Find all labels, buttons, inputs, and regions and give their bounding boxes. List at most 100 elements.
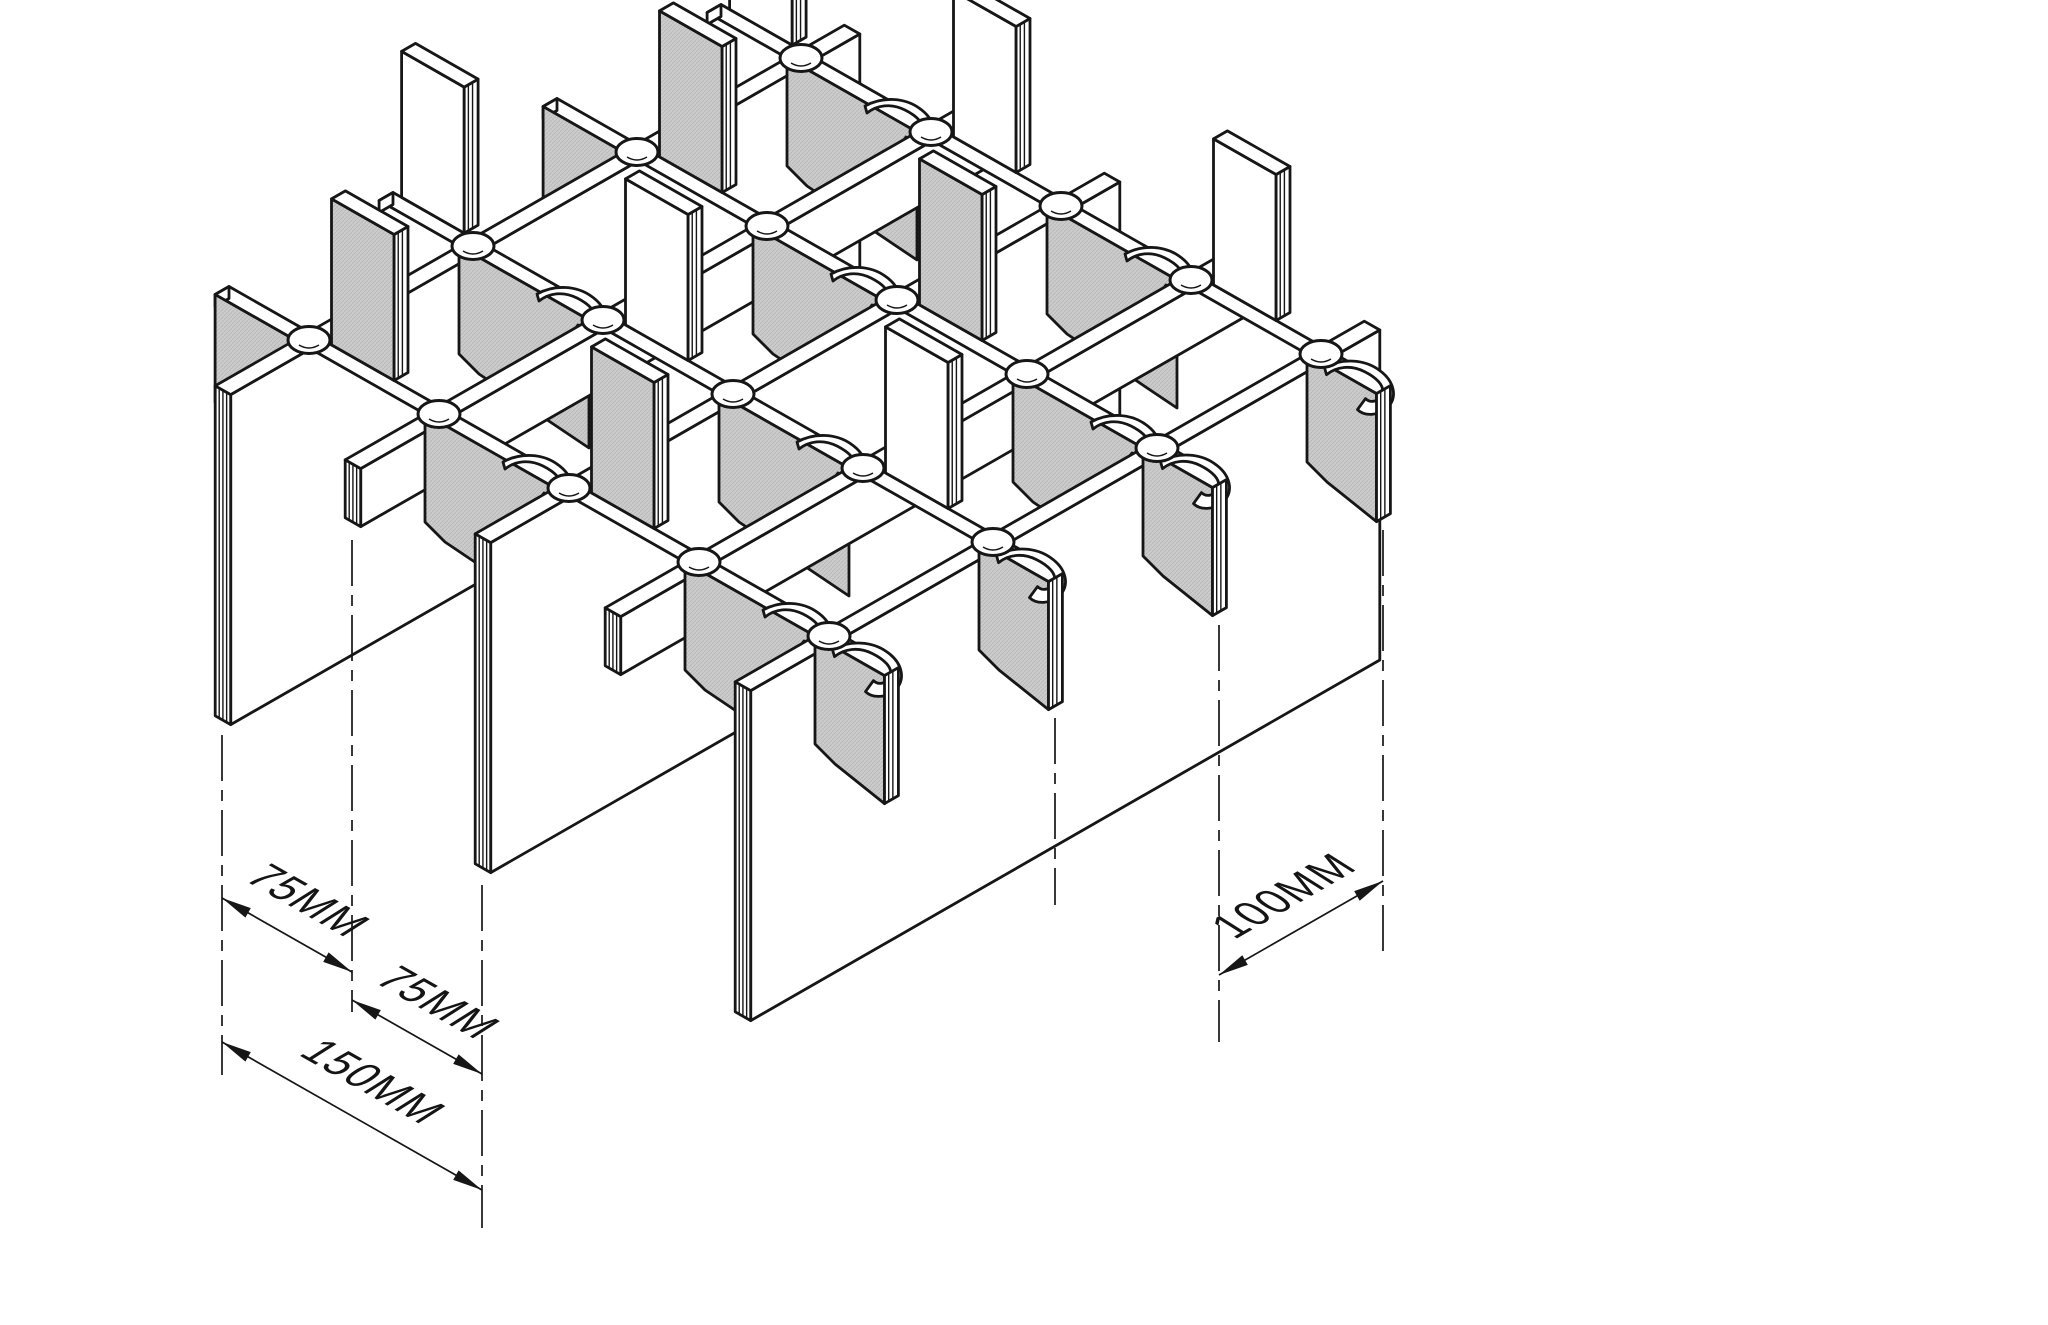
- rivet-head: [908, 117, 954, 147]
- rivet-head: [874, 285, 920, 315]
- bar-end-face: [473, 532, 493, 874]
- standing-bent-bar-segment: [952, 0, 1032, 174]
- rivet-head: [970, 527, 1016, 557]
- standing-segment-top: [624, 169, 704, 216]
- standing-segment-end: [980, 185, 998, 342]
- standing-segment-top: [330, 189, 410, 236]
- rivet-shade-line: [982, 546, 1004, 551]
- rivet-head: [778, 43, 824, 73]
- rivet-shade-line: [1180, 284, 1202, 289]
- standing-bent-bar-segment: [624, 169, 704, 362]
- rivet-shade-line: [428, 418, 450, 423]
- standing-segment-top: [590, 337, 670, 384]
- rivet: [546, 473, 592, 503]
- stub-end-face: [883, 666, 900, 805]
- rivet: [676, 547, 722, 577]
- standing-segment-end: [462, 77, 480, 235]
- standing-segment-end: [652, 373, 670, 530]
- rivet-head: [416, 399, 462, 429]
- standing-bent-bar-segment: [728, 0, 808, 47]
- standing-segment-face: [728, 0, 794, 47]
- rivet-shade-line: [722, 398, 744, 403]
- strip-end-cap: [377, 191, 395, 214]
- rivet: [874, 285, 920, 315]
- standing-segment-end: [686, 205, 704, 362]
- rivet-head: [450, 231, 496, 261]
- stub-end-face: [1047, 572, 1064, 711]
- standing-bent-bar-segment: [330, 189, 410, 382]
- rivet-shade-line: [818, 640, 840, 645]
- standing-segment-top: [884, 317, 964, 364]
- mesh-stub: [1305, 352, 1395, 523]
- strip-end-cap: [705, 3, 723, 26]
- rivet-head: [1134, 433, 1180, 463]
- rivet-shade-line: [1310, 358, 1332, 363]
- dimension-label: 100MM: [1199, 846, 1368, 945]
- rivet-shade-line: [852, 472, 874, 477]
- rivet: [416, 399, 462, 429]
- rivet-shade-line: [592, 324, 614, 329]
- standing-segment-end: [946, 353, 964, 510]
- rivet: [970, 527, 1016, 557]
- standing-segment-top: [658, 1, 738, 48]
- rivet-shade-line: [756, 230, 778, 235]
- mesh-panel: [1141, 446, 1214, 617]
- mesh-stub: [813, 634, 903, 805]
- rivet: [1004, 359, 1050, 389]
- rivet: [744, 211, 790, 241]
- standing-segment-end: [1274, 165, 1292, 322]
- rivet-head: [614, 137, 660, 167]
- rivet-head: [1004, 359, 1050, 389]
- stub-end-face: [1375, 384, 1392, 523]
- standing-segment-end: [1014, 17, 1032, 174]
- rivet-head: [286, 325, 332, 355]
- dimension-arrow: [352, 1000, 381, 1020]
- standing-bent-bar-segment: [884, 317, 964, 510]
- dimension-label: 150MM: [288, 1032, 457, 1131]
- dimension-line: [1218, 880, 1384, 976]
- rivet-shade-line: [886, 304, 908, 309]
- rivet-head: [580, 305, 626, 335]
- standing-segment-top: [918, 149, 998, 196]
- standing-segment-top: [1212, 129, 1292, 176]
- rivet-shade-line: [1050, 210, 1072, 215]
- rivet-shade-line: [626, 156, 648, 161]
- rivet-shade-line: [1146, 452, 1168, 457]
- rivet-head: [1038, 191, 1084, 221]
- mesh-panel: [813, 634, 886, 805]
- dimension-arrow: [453, 1054, 482, 1074]
- standing-segment-top: [966, 0, 1032, 28]
- rivet-head: [676, 547, 722, 577]
- dimension-arrow: [1354, 881, 1383, 901]
- stub-end-face: [1211, 478, 1228, 617]
- rivet-shade-line: [462, 250, 484, 255]
- rivet: [450, 231, 496, 261]
- mesh-stub: [1141, 446, 1231, 617]
- rivet-head: [1298, 339, 1344, 369]
- rivet-head: [744, 211, 790, 241]
- standing-bent-bar-segment: [658, 1, 738, 194]
- rivet-head: [806, 621, 852, 651]
- dimension-label: 75MM: [234, 857, 382, 944]
- rivet: [710, 379, 756, 409]
- rivet-head: [840, 453, 886, 483]
- dimension-line: [221, 1041, 483, 1191]
- dimension-label: 75MM: [364, 959, 512, 1046]
- standing-bent-bar-segment: [590, 337, 670, 530]
- rivet-shade-line: [1016, 378, 1038, 383]
- standing-segment-end: [790, 0, 808, 47]
- mesh-stub: [977, 540, 1067, 711]
- rivet-shade-line: [558, 492, 580, 497]
- standing-bent-bar-segment: [918, 149, 998, 342]
- dimension-arrow: [453, 1170, 482, 1190]
- rivet-shade-line: [920, 136, 942, 141]
- rivet: [778, 43, 824, 73]
- bar-end-face: [733, 680, 753, 1022]
- standing-segment-end: [720, 37, 738, 194]
- mesh-panel: [1305, 352, 1378, 523]
- rivet-shade-line: [688, 566, 710, 571]
- rivet: [806, 621, 852, 651]
- rivet: [580, 305, 626, 335]
